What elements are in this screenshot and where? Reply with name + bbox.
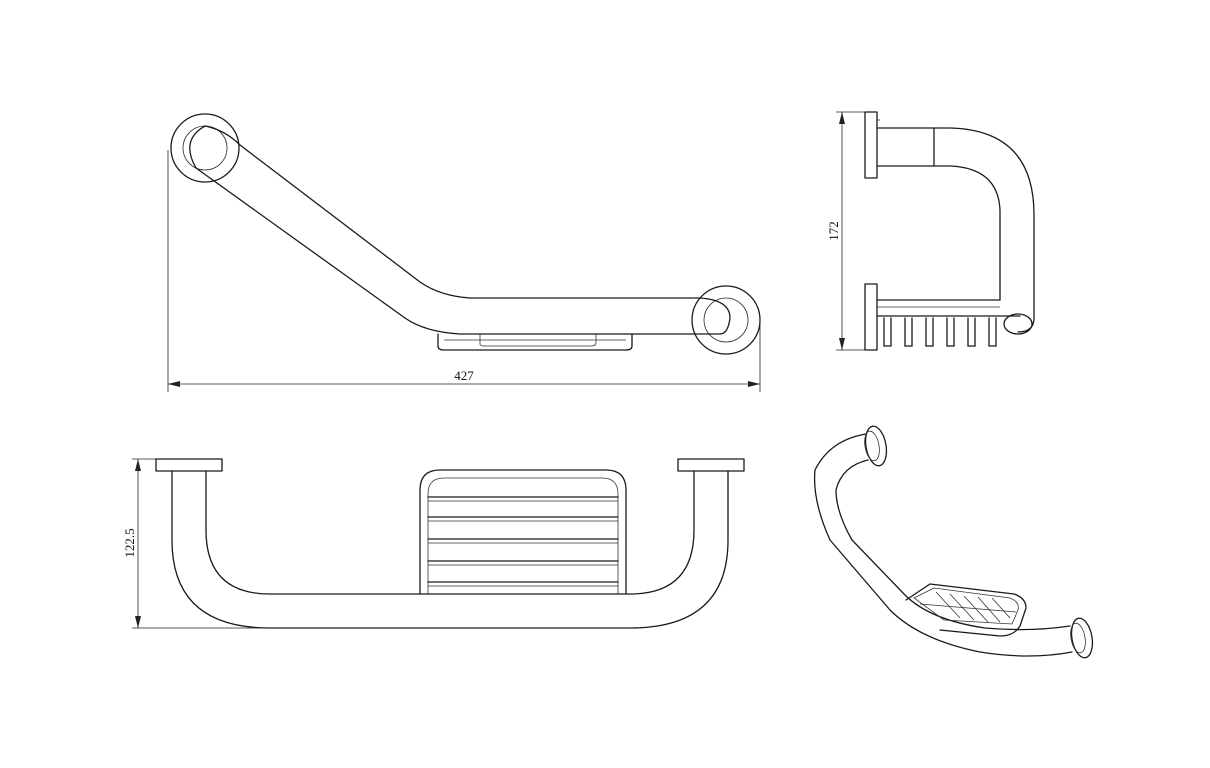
grab-bar-left-end — [189, 125, 206, 169]
basket-front — [437, 333, 633, 351]
front-view — [170, 113, 761, 355]
width-dimension: 427 — [167, 150, 761, 392]
width-arrow-right — [748, 381, 760, 387]
top-height-dimension: 122.5 — [122, 458, 270, 629]
grab-bar-lower-edge — [195, 167, 721, 335]
side-tube-inner — [876, 165, 1001, 301]
top-height-label: 122.5 — [122, 528, 137, 557]
top-arrow-top — [135, 459, 141, 471]
grab-bar-right-end — [699, 297, 731, 335]
right-flange — [691, 285, 761, 355]
isometric-view — [813, 425, 1094, 659]
iso-tube-inner — [835, 459, 1071, 631]
grab-bar-upper-edge — [204, 125, 701, 299]
side-tube-end — [1003, 313, 1033, 335]
top-arrow-bottom — [135, 616, 141, 628]
side-basket-wires — [883, 317, 997, 347]
top-basket-slats — [427, 496, 619, 587]
top-left-flange — [155, 458, 223, 472]
side-arrow-top — [839, 112, 845, 124]
right-flange-inner — [703, 297, 749, 343]
side-lower-flange — [864, 283, 878, 351]
iso-basket-outer — [905, 583, 1027, 637]
iso-tube-outer — [813, 433, 1073, 657]
top-tube-inner — [205, 470, 695, 595]
iso-basket-wires — [919, 591, 1017, 623]
top-view — [155, 458, 745, 629]
top-tube-outer — [171, 470, 729, 629]
side-height-label: 172 — [826, 221, 841, 241]
iso-bottom-flange — [1070, 617, 1094, 659]
iso-top-flange — [864, 425, 888, 467]
iso-basket-inner — [913, 587, 1019, 625]
top-right-flange — [677, 458, 745, 472]
basket-inner — [479, 334, 597, 347]
width-arrow-left — [168, 381, 180, 387]
side-height-dimension: 172 — [826, 111, 865, 351]
left-flange — [170, 113, 240, 183]
width-label: 427 — [454, 368, 474, 383]
side-arrow-bottom — [839, 338, 845, 350]
top-basket-outer — [419, 469, 627, 595]
top-basket-inner — [427, 477, 619, 594]
side-upper-flange — [864, 111, 878, 179]
iso-bottom-flange-inner — [1070, 622, 1086, 654]
side-tube-outer — [876, 127, 1035, 333]
iso-top-flange-inner — [864, 430, 880, 462]
side-view — [864, 111, 1035, 351]
